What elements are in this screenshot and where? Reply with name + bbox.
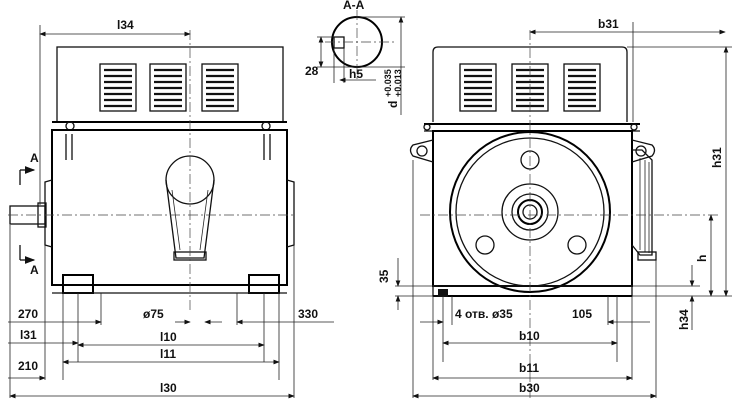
section-mark-a-bottom: A: [30, 263, 39, 277]
tolerance-lower: +0.013: [393, 69, 403, 97]
dim-210: 210: [18, 359, 38, 373]
dim-b30: b30: [519, 381, 540, 395]
side-view: [8, 30, 296, 310]
dim-h34: h34: [677, 309, 691, 330]
dim-35: 35: [377, 269, 391, 283]
front-vent-grilles: [459, 63, 601, 112]
section-a-a: [317, 10, 405, 115]
dim-l34: l34: [117, 18, 134, 32]
side-vent-grilles: [99, 63, 239, 112]
dim-28: 28: [305, 64, 319, 78]
dim-b31: b31: [598, 17, 619, 31]
dim-105: 105: [572, 307, 592, 321]
side-dimension-lines: [8, 25, 334, 399]
dim-l30: l30: [160, 381, 177, 395]
dim-l11: l11: [160, 347, 176, 361]
front-main-body: [432, 130, 633, 287]
section-mark-a-top: A: [30, 151, 39, 165]
dim-h: h: [695, 255, 709, 262]
dim-b10: b10: [519, 329, 540, 343]
dim-d: d: [386, 101, 400, 108]
dim-h5: h5: [349, 67, 363, 81]
front-dimension-lines: [395, 22, 732, 399]
front-view: [409, 30, 720, 398]
dim-330: 330: [298, 307, 318, 321]
side-main-body: [51, 129, 288, 286]
dim-l10: l10: [160, 330, 177, 344]
dim-holes: 4 отв. ø35: [455, 307, 513, 321]
tolerance-upper: +0.035: [383, 69, 393, 97]
section-title: A-A: [343, 0, 365, 12]
dim-b11: b11: [519, 361, 539, 375]
dim-270: 270: [18, 307, 38, 321]
dim-h31: h31: [710, 147, 724, 168]
front-top-housing: [432, 46, 628, 122]
dim-dia75: ø75: [143, 307, 164, 321]
dim-l31: l31: [20, 328, 37, 342]
